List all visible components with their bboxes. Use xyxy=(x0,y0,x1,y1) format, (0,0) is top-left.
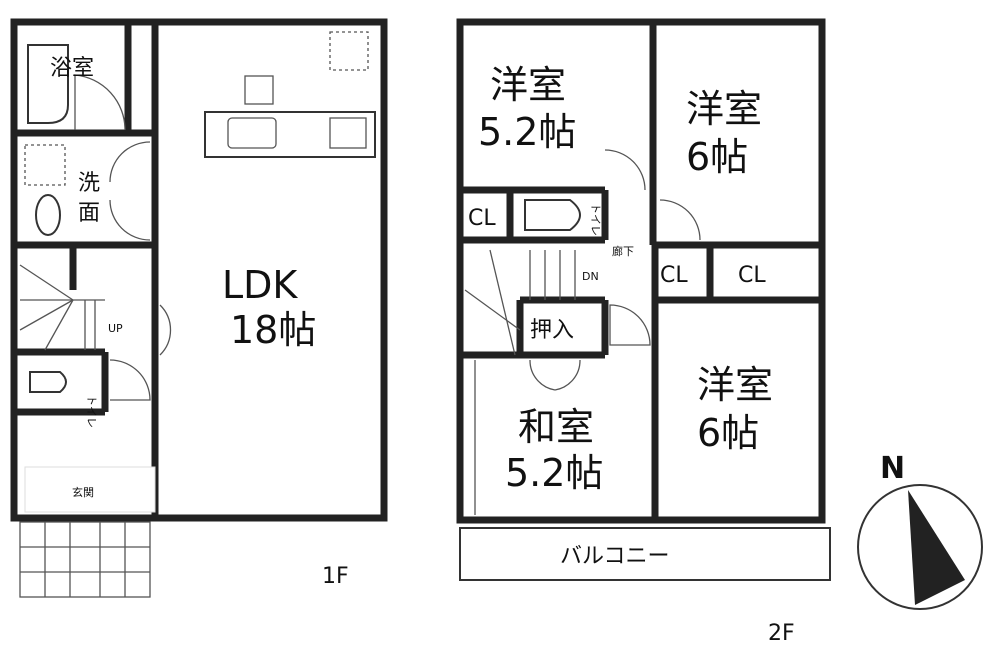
room-label-western3-size: 6帖 xyxy=(697,411,759,455)
balcony-label: バルコニー xyxy=(560,544,670,569)
room-label-ldk-size: 18帖 xyxy=(230,308,316,352)
label-up: UP xyxy=(108,322,123,335)
entrance-box xyxy=(24,466,156,513)
porch-tiles xyxy=(19,521,151,598)
room-label-ldk: LDK xyxy=(222,263,298,307)
refrigerator-space xyxy=(244,75,274,105)
floor-1-outer-wall xyxy=(10,18,388,522)
label-dn: DN xyxy=(582,270,599,283)
door-ldk xyxy=(159,304,172,356)
room-label-japanese-size: 5.2帖 xyxy=(505,451,603,495)
closet-label-a: CL xyxy=(468,206,496,231)
stairs-1f xyxy=(19,264,105,351)
door-washroom-2 xyxy=(109,199,151,241)
room-label-bath: 浴室 xyxy=(50,56,94,81)
room-label-western2: 洋室 xyxy=(686,87,762,131)
hallway-label: 廊下 xyxy=(612,244,634,258)
oshiire-label: 押入 xyxy=(530,318,574,343)
door-japanese xyxy=(529,359,581,391)
room-label-washroom-2: 面 xyxy=(78,201,100,226)
compass-needle-icon xyxy=(908,490,965,605)
kitchen-sink xyxy=(227,117,277,149)
bathtub xyxy=(27,44,69,124)
room-label-western3: 洋室 xyxy=(697,363,773,407)
room-label-western1-size: 5.2帖 xyxy=(478,110,576,154)
floor-label-2f: 2F xyxy=(768,621,795,646)
stairs-2f xyxy=(464,249,576,356)
room-label-western1: 洋室 xyxy=(490,63,566,107)
compass-circle xyxy=(857,484,983,610)
room-label-washroom: 洗 xyxy=(78,171,100,196)
door-western1 xyxy=(604,149,646,191)
door-bath xyxy=(74,74,126,131)
floor-2-outer-wall xyxy=(456,18,826,524)
closet-label-c: CL xyxy=(738,263,766,288)
closet-label-b: CL xyxy=(660,263,688,288)
label-toilet-2f: トイレ xyxy=(589,203,602,236)
door-toilet-1f xyxy=(109,359,151,401)
compass: N xyxy=(857,451,983,610)
toilet-1f xyxy=(29,371,67,393)
label-toilet-1f: トイレ xyxy=(85,395,98,428)
compass-north-label: N xyxy=(880,451,905,486)
floor-label-1f: 1F xyxy=(322,564,349,589)
wash-basin xyxy=(35,194,61,236)
door-western2 xyxy=(659,199,701,241)
washing-machine-space xyxy=(24,144,66,186)
kitchen-counter xyxy=(204,111,376,158)
storage-space xyxy=(329,31,369,71)
room-label-japanese: 和室 xyxy=(518,405,594,449)
room-label-entrance: 玄関 xyxy=(72,485,94,499)
door-washroom xyxy=(109,141,151,183)
door-western3 xyxy=(609,304,651,346)
floor-2: 洋室 5.2帖 洋室 6帖 洋室 6帖 和室 5.2帖 CL CL CL 押入 … xyxy=(456,18,831,646)
stove xyxy=(329,117,367,149)
room-label-western2-size: 6帖 xyxy=(686,135,748,179)
floor-1: 浴室 洗 面 UP トイレ LDK 18帖 玄関 1F xyxy=(10,18,388,598)
balcony-outline xyxy=(459,527,831,581)
toilet-2f xyxy=(524,199,581,231)
